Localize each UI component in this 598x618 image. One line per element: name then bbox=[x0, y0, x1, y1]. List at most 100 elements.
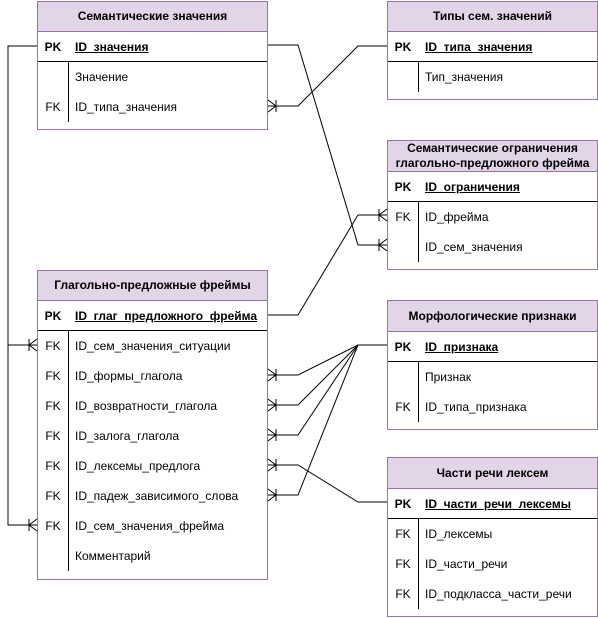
field-name: ID_сем_значения_фрейма bbox=[75, 519, 225, 533]
crow-foot-marker bbox=[267, 458, 277, 472]
table-row[interactable]: FK ID_типа_признака bbox=[388, 392, 597, 422]
crow-foot-marker bbox=[267, 398, 277, 412]
key-label bbox=[388, 362, 418, 392]
table-row[interactable]: ID_сем_значения bbox=[388, 232, 597, 262]
field-name: ID_признака bbox=[425, 339, 499, 354]
crow-foot-marker bbox=[378, 238, 388, 252]
table-rows: PK ID_глаг_предложного_фрейма FK ID_сем_зн… bbox=[38, 301, 267, 571]
table-title: Семантические ограничения глагольно-пред… bbox=[388, 141, 597, 172]
field-name: ID_сем_значения bbox=[425, 240, 523, 254]
relation-line-value-to-constraint bbox=[268, 44, 387, 246]
relation-line-type-to-value bbox=[268, 45, 387, 107]
table-row[interactable]: FK ID_лексемы bbox=[388, 519, 597, 549]
field-name: ID_лексемы_предлога bbox=[75, 459, 201, 473]
field-name: ID_возвратности_глагола bbox=[75, 399, 218, 413]
table-rows: PK ID_признака Признак FK ID_типа_признака bbox=[388, 332, 597, 422]
table-row[interactable]: FK ID_сем_значения_ситуации bbox=[38, 331, 267, 361]
key-label: FK bbox=[395, 400, 411, 414]
relation-line-frame-to-constraint bbox=[268, 214, 387, 316]
key-label: PK bbox=[394, 39, 412, 54]
key-label bbox=[388, 232, 418, 262]
table-title: Глагольно-предложные фреймы bbox=[38, 271, 267, 301]
field-name: Тип_значения bbox=[425, 70, 503, 84]
relation-line-value-to-frame-meaning bbox=[7, 345, 37, 526]
field-name: ID_залога_глагола bbox=[75, 429, 180, 443]
key-label: FK bbox=[45, 369, 61, 383]
table-row[interactable]: Значение bbox=[38, 62, 267, 92]
key-label: FK bbox=[45, 519, 61, 533]
table-row[interactable]: FK ID_лексемы_предлога bbox=[38, 451, 267, 481]
key-label: FK bbox=[395, 527, 411, 541]
relation-line-feature-to-verb-form bbox=[268, 344, 387, 376]
key-label: PK bbox=[44, 39, 62, 54]
relation-line-feature-to-voice bbox=[268, 344, 359, 436]
key-label: FK bbox=[45, 429, 61, 443]
field-name: ID_падеж_зависимого_слова bbox=[75, 489, 239, 503]
table-semantic-types[interactable]: Типы сем. значений PK ID_типа_значения Ти… bbox=[387, 1, 598, 100]
key-label: FK bbox=[45, 489, 61, 503]
field-name: ID_типа_значения bbox=[75, 100, 178, 114]
field-name: ID_глаг_предложного_фрейма bbox=[75, 308, 258, 323]
field-name: ID_части_речи bbox=[425, 557, 508, 571]
field-name: Комментарий bbox=[75, 549, 151, 563]
table-row[interactable]: PK ID_типа_значения bbox=[388, 32, 597, 62]
field-name: ID_формы_глагола bbox=[75, 369, 183, 383]
key-label bbox=[38, 541, 68, 571]
table-row[interactable]: Тип_значения bbox=[388, 62, 597, 92]
table-row[interactable]: PK ID_признака bbox=[388, 332, 597, 362]
table-title: Семантические значения bbox=[38, 2, 267, 32]
table-row[interactable]: FK ID_падеж_зависимого_слова bbox=[38, 481, 267, 511]
key-label: FK bbox=[395, 587, 411, 601]
crow-foot-marker bbox=[28, 338, 38, 352]
table-row[interactable]: PK ID_глаг_предложного_фрейма bbox=[38, 301, 267, 331]
table-rows: PK ID_типа_значения Тип_значения bbox=[388, 32, 597, 92]
crow-foot-marker bbox=[267, 488, 277, 502]
table-row[interactable]: FK ID_части_речи bbox=[388, 549, 597, 579]
relation-line-lexeme-to-preposition bbox=[268, 464, 387, 503]
table-morphological-features[interactable]: Морфологические признаки PK ID_признака П… bbox=[387, 300, 598, 430]
table-verb-preposition-frames[interactable]: Глагольно-предложные фреймы PK ID_глаг_пр… bbox=[37, 270, 268, 580]
field-name: ID_части_речи_лексемы bbox=[425, 496, 571, 511]
field-name: ID_сем_значения_ситуации bbox=[75, 339, 231, 353]
field-name: ID_типа_значения bbox=[425, 39, 533, 54]
field-name: Признак bbox=[425, 370, 472, 384]
key-divider bbox=[418, 62, 419, 92]
field-name: ID_ограничения bbox=[425, 179, 520, 194]
key-divider bbox=[418, 362, 419, 422]
key-label: PK bbox=[394, 339, 412, 354]
crow-foot-marker bbox=[378, 208, 388, 222]
table-row[interactable]: FK ID_сем_значения_фрейма bbox=[38, 511, 267, 541]
crow-foot-marker bbox=[28, 518, 38, 532]
key-label: FK bbox=[395, 557, 411, 571]
table-title: Морфологические признаки bbox=[388, 301, 597, 332]
table-row[interactable]: PK ID_части_речи_лексемы bbox=[388, 489, 597, 519]
table-row[interactable]: Комментарий bbox=[38, 541, 267, 571]
key-divider bbox=[68, 62, 69, 122]
field-name: ID_лексемы bbox=[425, 527, 493, 541]
table-title: Типы сем. значений bbox=[388, 2, 597, 32]
relation-line-feature-to-case bbox=[268, 344, 359, 496]
crow-foot-marker bbox=[267, 428, 277, 442]
field-name: ID_фрейма bbox=[425, 210, 489, 224]
field-name: ID_типа_признака bbox=[425, 400, 527, 414]
key-label: FK bbox=[45, 339, 61, 353]
table-row[interactable]: FK ID_залога_глагола bbox=[38, 421, 267, 451]
table-row[interactable]: FK ID_формы_глагола bbox=[38, 361, 267, 391]
key-label bbox=[388, 62, 418, 92]
table-row[interactable]: Признак bbox=[388, 362, 597, 392]
key-label: FK bbox=[45, 459, 61, 473]
key-label: PK bbox=[394, 496, 412, 511]
table-semantic-constraints[interactable]: Семантические ограничения глагольно-пред… bbox=[387, 140, 598, 270]
key-divider bbox=[68, 331, 69, 571]
key-label: PK bbox=[44, 308, 62, 323]
